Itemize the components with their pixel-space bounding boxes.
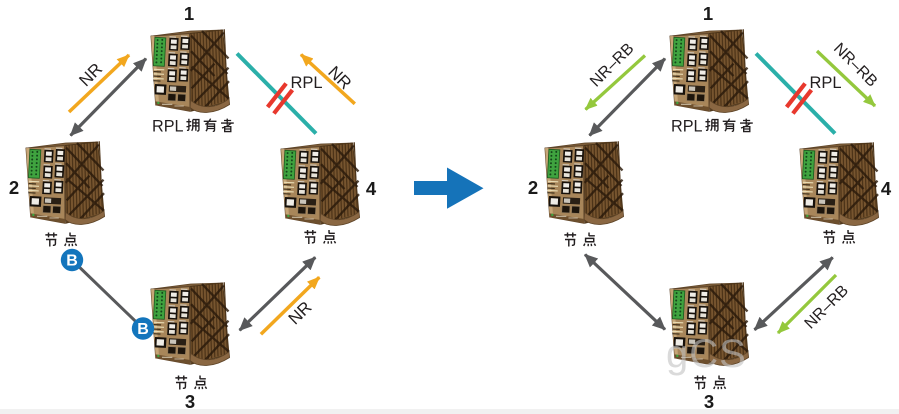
svg-text:RPL: RPL xyxy=(810,74,842,92)
svg-text:RPL: RPL xyxy=(152,118,184,136)
svg-text:RPL: RPL xyxy=(671,118,703,136)
svg-text:1: 1 xyxy=(703,3,713,24)
svg-text:2: 2 xyxy=(9,177,19,198)
svg-text:RPL: RPL xyxy=(291,74,323,92)
svg-text:3: 3 xyxy=(185,391,195,412)
svg-text:4: 4 xyxy=(366,178,377,199)
svg-text:4: 4 xyxy=(881,178,892,199)
svg-text:gCS: gCS xyxy=(666,332,747,376)
svg-text:B: B xyxy=(66,253,78,270)
svg-text:3: 3 xyxy=(704,391,714,412)
svg-text:2: 2 xyxy=(528,177,538,198)
svg-text:B: B xyxy=(137,321,149,338)
svg-text:1: 1 xyxy=(184,3,194,24)
